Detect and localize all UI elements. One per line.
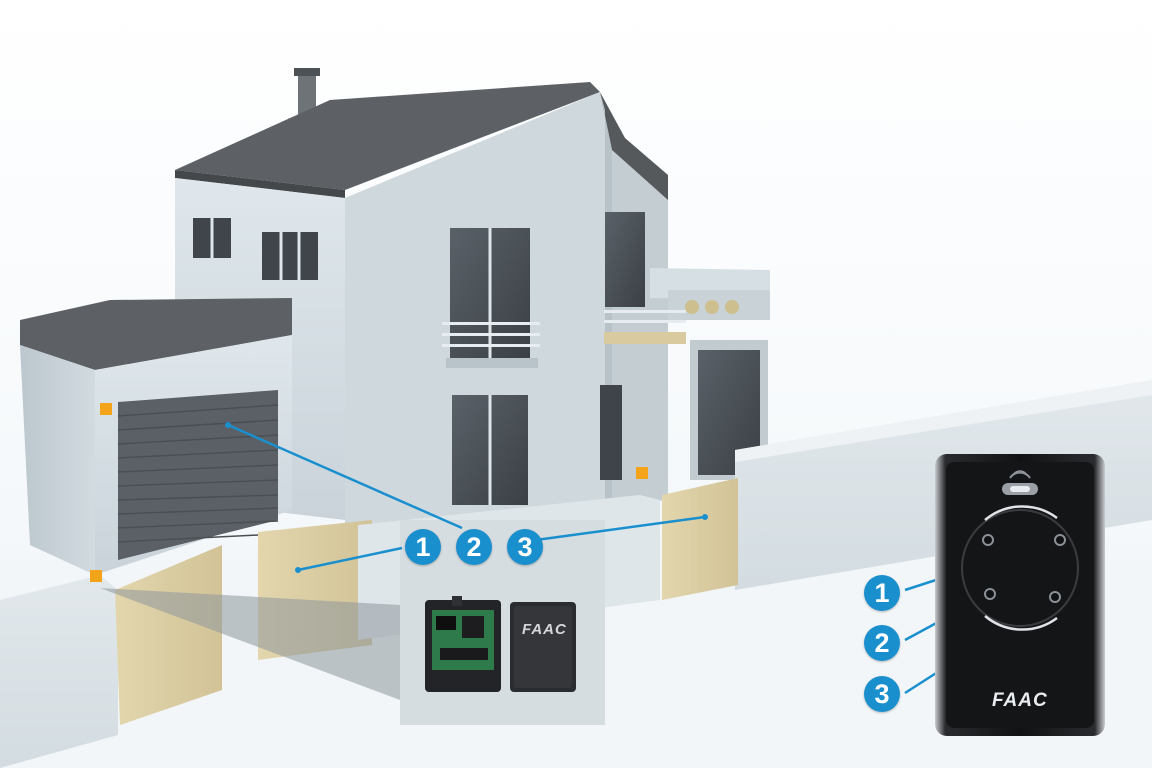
garage — [20, 298, 292, 575]
flashing-lamp-gate-right — [636, 467, 648, 479]
remote-button-0[interactable] — [982, 534, 994, 546]
receiver-inset — [100, 520, 605, 725]
channel-badge-3: 3 — [507, 529, 543, 565]
remote-badge-2: 2 — [864, 625, 900, 661]
remote-badge-3: 3 — [864, 676, 900, 712]
receiver-brand-logo: FAAC — [522, 621, 567, 638]
remote-brand-logo: FAAC — [992, 690, 1048, 711]
terrace — [600, 212, 770, 480]
boundary-wall-left — [0, 575, 118, 768]
channel-badge-1: 1 — [405, 529, 441, 565]
side-roof — [600, 92, 668, 210]
window-balcony — [442, 228, 540, 368]
remote-badge-1: 1 — [864, 575, 900, 611]
flashing-lamp-gate-left — [90, 570, 102, 582]
remote-control — [935, 454, 1105, 736]
window-upper-left — [193, 218, 231, 258]
sliding-gate-right — [662, 478, 738, 600]
channel-badge-2: 2 — [456, 529, 492, 565]
window-lower — [452, 395, 528, 505]
main-roof — [175, 82, 600, 190]
remote-button-3[interactable] — [1049, 591, 1061, 603]
remote-button-2[interactable] — [984, 588, 996, 600]
flashing-lamp-garage — [100, 403, 112, 415]
garage-door — [118, 390, 278, 560]
remote-button-1[interactable] — [1054, 534, 1066, 546]
window-upper-middle — [262, 232, 318, 280]
gate-left-leaf — [115, 545, 222, 725]
